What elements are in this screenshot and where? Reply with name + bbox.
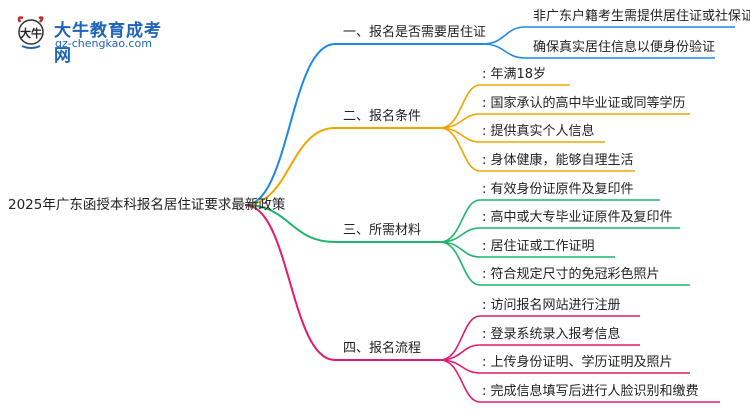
branch-2-item-2: : 国家承认的高中毕业证或同等学历	[482, 96, 686, 111]
edge-root-branch-1	[244, 43, 483, 206]
branch-3-item-4: : 符合规定尺寸的免冠彩色照片	[482, 267, 660, 282]
edge-b1-c2	[482, 43, 715, 59]
branch-1-item-1: 非广东户籍考生需提供居住证或社保证明	[533, 9, 750, 24]
edge-b2-c4	[439, 127, 635, 172]
branch-1-item-2: 确保真实居住信息以便身份验证	[533, 40, 716, 55]
branch-3-item-1: : 有效身份证原件及复印件	[482, 182, 634, 197]
edge-b4-c2	[439, 344, 640, 361]
edge-b3-c2	[439, 227, 680, 243]
branch-1-label: 一、报名是否需要居住证	[343, 25, 487, 40]
edge-b4-c4	[439, 359, 720, 403]
edge-root-branch-2	[244, 127, 440, 206]
branch-4-item-1: : 访问报名网站进行注册	[482, 298, 621, 313]
brand-url: gz-chengkao.com	[55, 37, 152, 50]
branch-4-item-3: : 上传身份证明、学历证明及照片	[482, 355, 673, 370]
edge-root-branch-3	[244, 204, 440, 243]
edge-b2-c1	[439, 84, 570, 129]
brand-name: 大牛教育成考网	[54, 21, 162, 66]
branch-2-item-3: : 提供真实个人信息	[482, 124, 595, 139]
brand-mark-text: 大牛	[20, 26, 42, 40]
edge-b4-c1	[439, 315, 640, 361]
bull-mascot-icon: 大牛	[17, 16, 44, 49]
mindmap-root: 2025年广东函授本科报名居住证要求最新政策	[8, 197, 286, 213]
branch-4-item-2: : 登录系统录入报考信息	[482, 327, 621, 342]
edge-b2-c2	[439, 113, 690, 129]
branch-2-label: 二、报名条件	[343, 109, 422, 124]
brand-logo[interactable]: 大牛 大牛教育成考网 gz-chengkao.com	[14, 14, 174, 66]
branch-3-item-3: : 居住证或工作证明	[482, 239, 595, 254]
edge-b3-c1	[439, 199, 660, 243]
branch-2-item-4: : 身体健康，能够自理生活	[482, 153, 634, 168]
edge-root-branch-4	[244, 204, 440, 361]
branch-2-item-1: : 年满18岁	[482, 67, 547, 82]
branch-3-label: 三、所需材料	[343, 223, 422, 238]
branch-3-item-2: : 高中或大专毕业证原件及复印件	[482, 210, 673, 225]
branch-4-item-4: : 完成信息填写后进行人脸识别和缴费	[482, 384, 699, 399]
edge-b1-c1	[482, 26, 735, 45]
edge-b3-c4	[439, 241, 690, 286]
branch-4-label: 四、报名流程	[343, 341, 422, 356]
